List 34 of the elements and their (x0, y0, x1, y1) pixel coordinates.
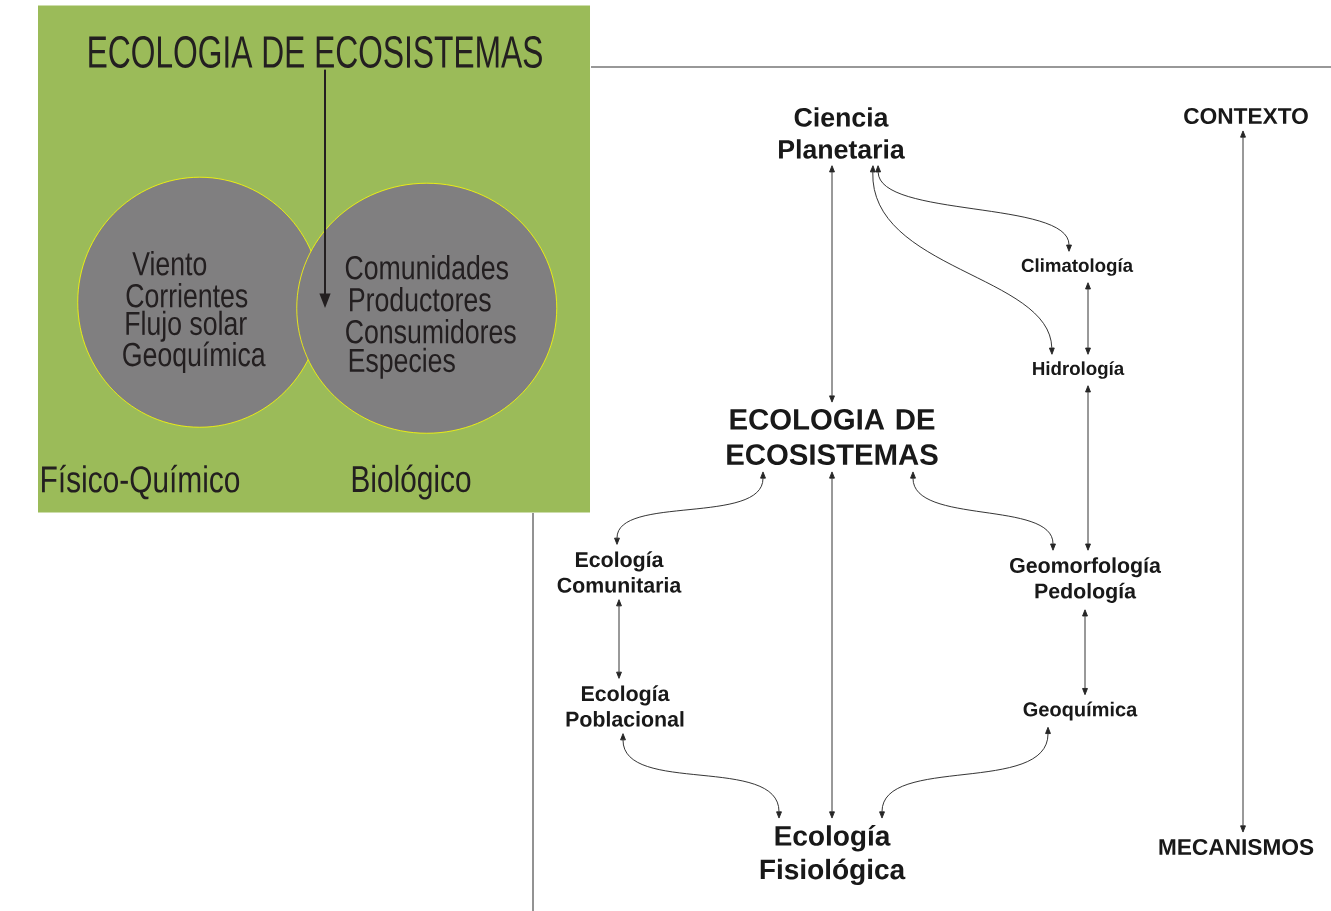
topic-label: Geomorfología Pedología (1010, 557, 1161, 603)
topic-label: Climatología (1021, 258, 1134, 276)
circle-caption: Biológico (352, 464, 471, 500)
node-label: Viento (132, 251, 207, 276)
arrow (829, 471, 835, 819)
arrow (829, 165, 835, 403)
topic-label: Hidrología (1033, 361, 1125, 379)
node-label: Geoquímica (123, 341, 266, 373)
arrow (620, 733, 782, 819)
node-label: Comunidades (345, 255, 508, 280)
arrow (1085, 385, 1091, 551)
node-label: Especies (349, 347, 455, 379)
arrow (1082, 609, 1088, 696)
topic-label: Ciencia Planetaria (779, 107, 905, 159)
arrow (875, 165, 1072, 252)
arrow (869, 165, 1055, 355)
node-label: Flujo solar (126, 310, 247, 342)
topic-label: Ecología Poblacional (566, 685, 684, 727)
topic-label: Geoquímica (1023, 701, 1138, 721)
topic-label: ECOLOGIA DE ECOSISTEMAS (727, 409, 938, 465)
topic-label: Ecología Comunitaria (557, 551, 682, 593)
topic-label: MECANISMOS (1159, 839, 1314, 856)
arrow (616, 599, 622, 679)
topic-label: CONTEXTO (1184, 108, 1308, 125)
arrow (879, 726, 1051, 819)
node-label: Productores (350, 287, 491, 312)
circle-caption: Físico-Químico (42, 464, 240, 500)
arrow (1085, 282, 1091, 355)
node-label: Consumidores (346, 319, 516, 344)
node-label: Corrientes (126, 283, 248, 308)
arrow (614, 471, 766, 545)
arrow (1240, 130, 1246, 833)
topic-label: Ecología Fisiológica (760, 825, 906, 886)
arrow (910, 471, 1056, 551)
